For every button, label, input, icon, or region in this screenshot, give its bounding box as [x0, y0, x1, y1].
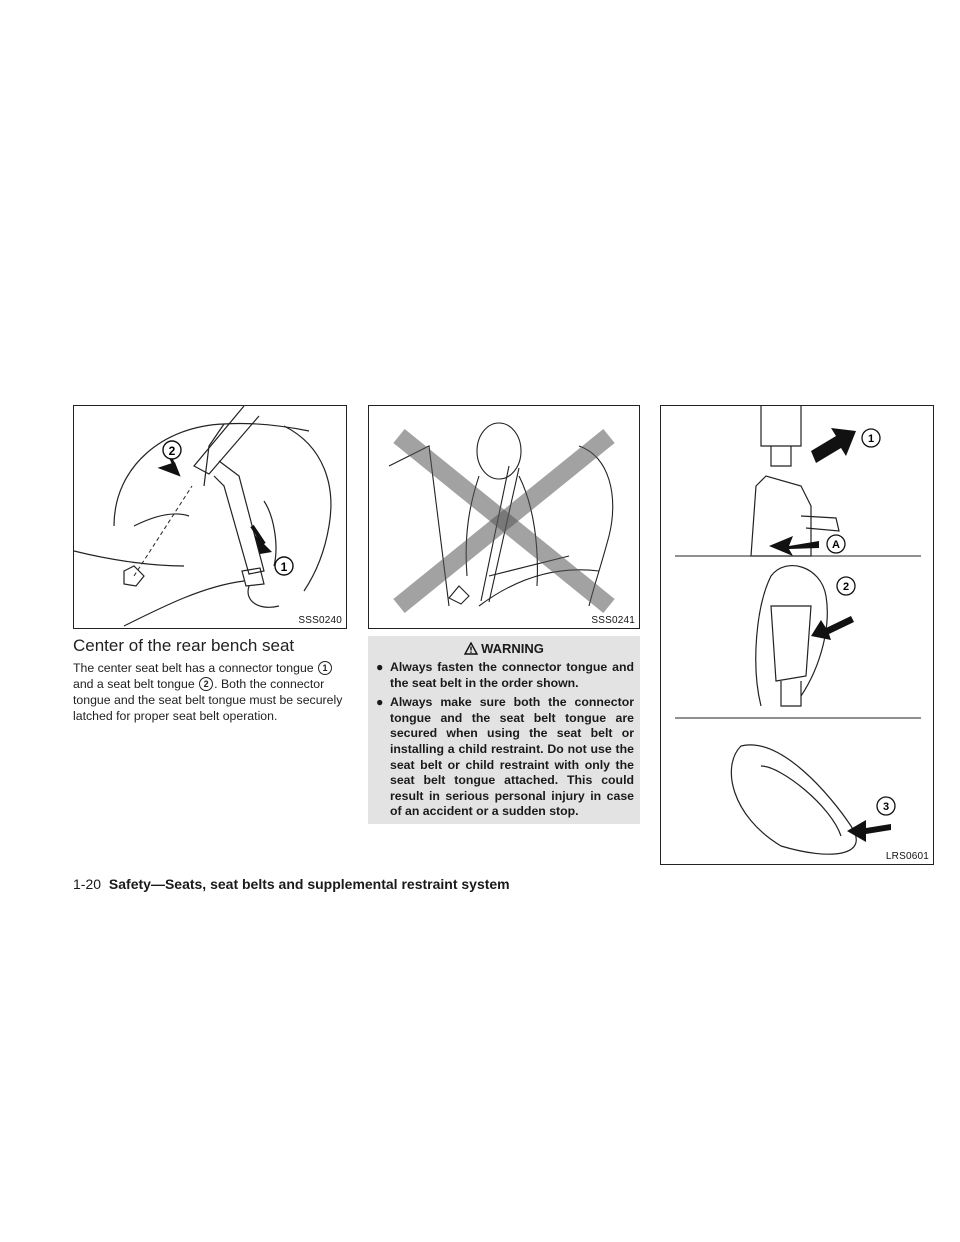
warning-list: ● Always fasten the connector tongue and … [368, 660, 640, 820]
bullet: ● [376, 660, 384, 674]
callout-1 [274, 556, 294, 576]
warning-title-text: WARNING [481, 640, 544, 656]
warning-item-text: Always make sure both the connector tong… [390, 695, 634, 819]
page-footer: 1-20 Safety—Seats, seat belts and supple… [73, 876, 510, 892]
bullet: ● [376, 695, 384, 710]
callout-2-label: 2 [843, 581, 849, 593]
callout-3-label: 3 [883, 801, 889, 813]
callout-1-label: 1 [868, 433, 874, 445]
warning-item: ● Always fasten the connector tongue and … [376, 660, 634, 691]
warning-item: ● Always make sure both the connector ton… [376, 695, 634, 820]
callout-2-ref: 2 [199, 677, 214, 691]
paragraph-text: . Both the connector tongue and the seat… [73, 677, 343, 723]
callout-1-ref: 1 [318, 661, 333, 675]
callout-2 [162, 440, 182, 460]
warning-triangle-icon [464, 641, 479, 655]
warning-item-text: Always fasten the connector tongue and t… [390, 660, 634, 690]
buckle-illustration: 1 A 2 3 [675, 406, 921, 855]
callout-1-label: 1 [281, 560, 288, 574]
callout-a-label: A [832, 539, 840, 551]
callout-2-label: 2 [169, 444, 176, 458]
figure-code: LRS0601 [885, 851, 929, 862]
warning-box: WARNING ● Always fasten the connector ton… [368, 636, 640, 824]
section-paragraph: The center seat belt has a connector ton… [73, 660, 349, 724]
figure-incorrect-usage: SSS0241 [368, 405, 640, 629]
footer-section-title: Safety—Seats, seat belts and supplementa… [108, 876, 510, 892]
paragraph-text: The center seat belt has a connector ton… [73, 661, 314, 675]
figure-connector-tongue: 2 1 SSS0240 [73, 405, 347, 629]
page-number: 1-20 [73, 876, 102, 892]
seat-belt-illustration: 2 1 [74, 406, 332, 627]
figure-code: SSS0241 [591, 615, 635, 626]
figure-code: SSS0240 [298, 615, 342, 626]
figure-buckle-steps: 1 A 2 3 LRS0601 [660, 405, 934, 865]
warning-title: WARNING [368, 636, 640, 660]
paragraph-text: and a seat belt tongue [73, 677, 195, 691]
crossed-out-illustration [388, 422, 615, 613]
section-heading: Center of the rear bench seat [73, 636, 295, 655]
